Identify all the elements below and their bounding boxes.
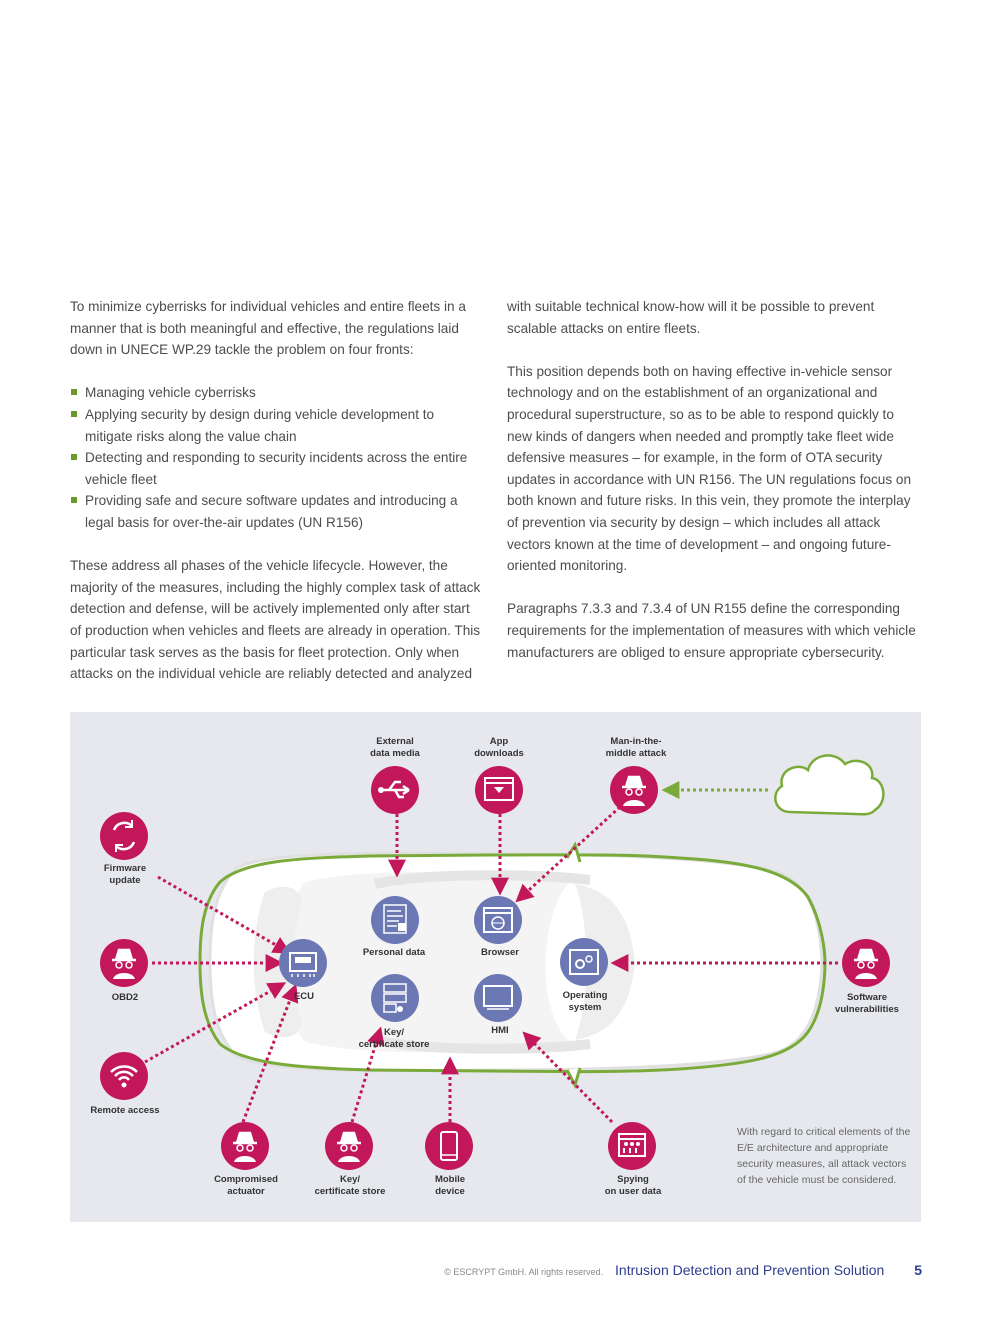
browser-icon (474, 896, 522, 944)
mobile-icon (425, 1122, 473, 1170)
text-column-right: with suitable technical know-how will it… (507, 296, 921, 685)
app-download-icon (475, 766, 523, 814)
label-key-certificate-store-outer: Key/ certificate store (314, 1174, 386, 1197)
diagram-note: With regard to critical elements of the … (737, 1126, 911, 1186)
hacker-icon (221, 1122, 269, 1170)
page-number: 5 (914, 1262, 922, 1278)
list-item: Providing safe and secure software updat… (70, 490, 484, 533)
wifi-icon (100, 1052, 148, 1100)
document-title: Intrusion Detection and Prevention Solut… (615, 1262, 885, 1278)
personal-data-icon (371, 896, 419, 944)
hacker-icon (100, 939, 148, 987)
fleet-paragraph: with suitable technical know-how will it… (507, 299, 875, 336)
connector-actuator (241, 983, 299, 1123)
label-hmi: HMI (491, 1025, 509, 1036)
list-item: Managing vehicle cyberrisks (70, 382, 484, 404)
spying-icon (608, 1122, 656, 1170)
page-footer: © ESCRYPT GmbH. All rights reserved. Int… (444, 1262, 922, 1278)
label-app-downloads: App downloads (474, 736, 524, 759)
fronts-list: Managing vehicle cyberrisks Applying sec… (70, 382, 484, 533)
connector-firmware (157, 875, 292, 954)
label-operating-system: Operating system (562, 990, 608, 1013)
text-column-left: To minimize cyberrisks for individual ve… (70, 296, 484, 706)
connector-mitm (515, 805, 622, 903)
label-personal-data: Personal data (362, 947, 426, 958)
intro-paragraph: To minimize cyberrisks for individual ve… (70, 299, 466, 358)
usb-icon (371, 766, 419, 814)
label-firmware-update: Firmware update (103, 863, 147, 886)
list-item: Applying security by design during vehic… (70, 404, 484, 447)
label-compromised-actuator: Compromised actuator (214, 1174, 278, 1197)
diagram-graphics (100, 754, 890, 1170)
label-software-vulnerabilities: Software vulnerabilities (835, 992, 899, 1015)
label-spying-on-user-data: Spying on user data (604, 1174, 662, 1197)
label-external-data-media: External data media (370, 736, 420, 759)
label-remote-access: Remote access (90, 1105, 160, 1116)
lifecycle-paragraph: These address all phases of the vehicle … (70, 558, 481, 682)
cloud-icon (774, 754, 885, 816)
paragraphs-paragraph: Paragraphs 7.3.3 and 7.3.4 of UN R155 de… (507, 601, 916, 660)
label-man-in-the-middle: Man-in-the- middle attack (605, 736, 667, 759)
label-key-certificate-store-inner: Key/ certificate store (358, 1027, 430, 1050)
key-store-icon (371, 974, 419, 1022)
hmi-icon (474, 974, 522, 1022)
hacker-icon (610, 766, 658, 814)
label-mobile-device: Mobile device (434, 1174, 466, 1197)
hacker-icon (325, 1122, 373, 1170)
label-browser: Browser (480, 947, 519, 958)
mirror-right (565, 1067, 582, 1089)
ecu-icon (279, 939, 327, 987)
connector-remote (144, 982, 287, 1064)
list-item: Detecting and responding to security inc… (70, 447, 484, 490)
car-outline (198, 853, 827, 1074)
label-ecu: ECU (293, 991, 315, 1002)
connector-spying (522, 1031, 614, 1124)
attack-vectors-diagram: External data media App downloads Man-in… (70, 712, 921, 1222)
label-obd2: OBD2 (111, 992, 139, 1003)
copyright: © ESCRYPT GmbH. All rights reserved. (444, 1267, 604, 1277)
hacker-icon (842, 939, 890, 987)
connector-keystore (350, 1026, 385, 1123)
position-paragraph: This position depends both on having eff… (507, 363, 912, 574)
operating-system-icon (560, 938, 608, 986)
refresh-icon (100, 812, 148, 860)
